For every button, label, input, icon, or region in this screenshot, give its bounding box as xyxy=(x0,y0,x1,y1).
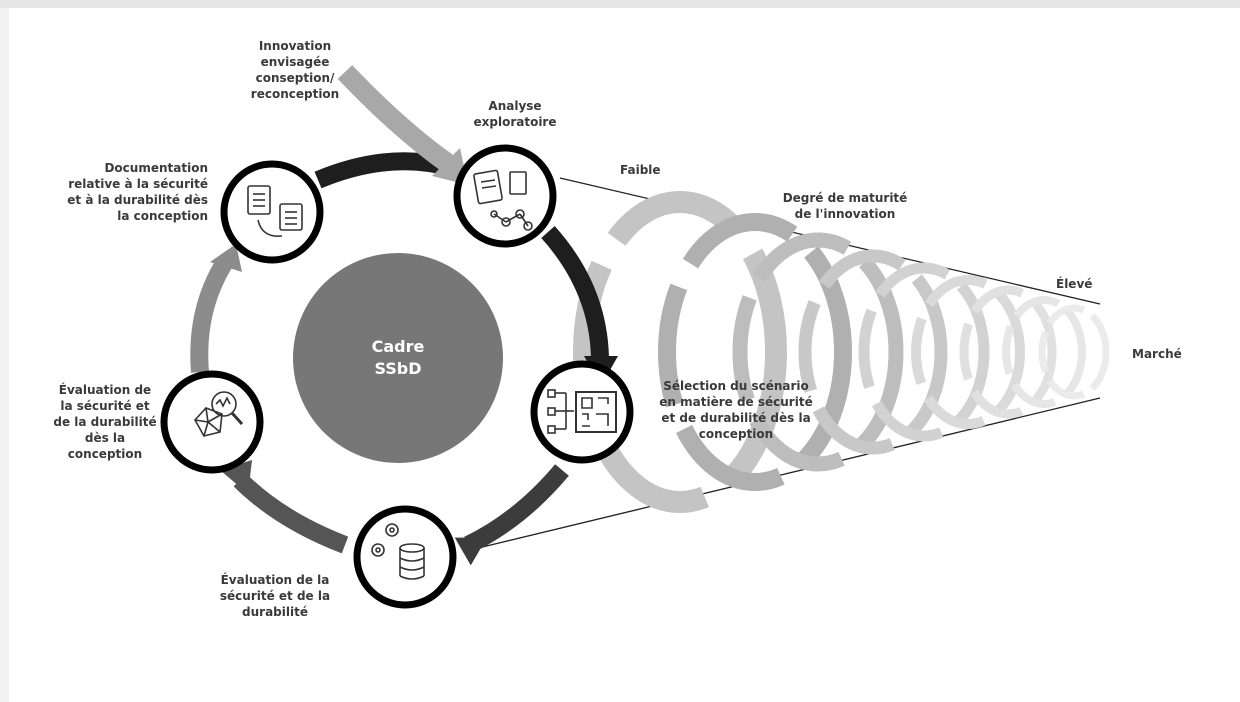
maturity-ring xyxy=(959,285,1057,419)
input-label: Innovation envisagée conseption/ reconce… xyxy=(250,39,340,101)
maturity-ring xyxy=(911,275,1025,429)
arrowhead-doc xyxy=(210,244,242,272)
maturity-ring xyxy=(858,262,990,442)
center-label: Cadre SSbD xyxy=(371,337,425,378)
arrow-evaldesign-to-doc xyxy=(190,257,233,373)
node-evaluation-design xyxy=(160,370,264,474)
gears-database-icon xyxy=(371,523,425,580)
arrow-evaluation-to-evaldesign xyxy=(233,473,349,554)
maturity-ring xyxy=(1038,304,1110,400)
cone-lower-line xyxy=(469,397,1101,551)
arrow-analyse-to-selection xyxy=(541,225,609,363)
node-analyse xyxy=(453,144,557,248)
node-selection xyxy=(530,360,634,464)
left-border xyxy=(0,8,9,702)
maturity-ring xyxy=(658,213,852,491)
node-evaluation xyxy=(353,505,457,609)
maturity-ring xyxy=(732,232,904,472)
maturity-ring xyxy=(573,191,787,513)
maturity-end-label: Marché xyxy=(1132,347,1182,361)
radar-chart-magnifier-icon xyxy=(194,391,244,437)
maturity-title: Degré de maturité de l'innovation xyxy=(782,191,908,221)
arrowhead-evaluation xyxy=(454,537,487,566)
top-border xyxy=(0,0,1240,8)
documents-network-icon xyxy=(473,169,533,231)
step-label-evaluation: Évaluation de la sécurité et de la durab… xyxy=(219,573,331,619)
step-label-evaluation-design: Évaluation de la sécurité et de la durab… xyxy=(53,383,157,461)
center-circle xyxy=(293,253,503,463)
step-label-analyse: Analyse exploratoire xyxy=(473,99,557,129)
maturity-ring xyxy=(1002,296,1086,408)
step-label-selection: Sélection du scénario en matière de sécu… xyxy=(659,379,813,441)
maturity-ring xyxy=(798,249,948,455)
arrow-selection-to-evaluation xyxy=(464,464,569,554)
flowchart-qr-icon xyxy=(547,389,617,434)
maturity-rings xyxy=(573,191,1110,513)
maturity-low-label: Faible xyxy=(620,163,661,177)
clipboards-icon xyxy=(247,185,303,237)
step-label-documentation: Documentation relative à la sécurité et … xyxy=(67,161,208,223)
maturity-high-label: Élevé xyxy=(1056,277,1093,291)
node-documentation xyxy=(220,160,324,264)
input-arrow xyxy=(337,65,456,174)
